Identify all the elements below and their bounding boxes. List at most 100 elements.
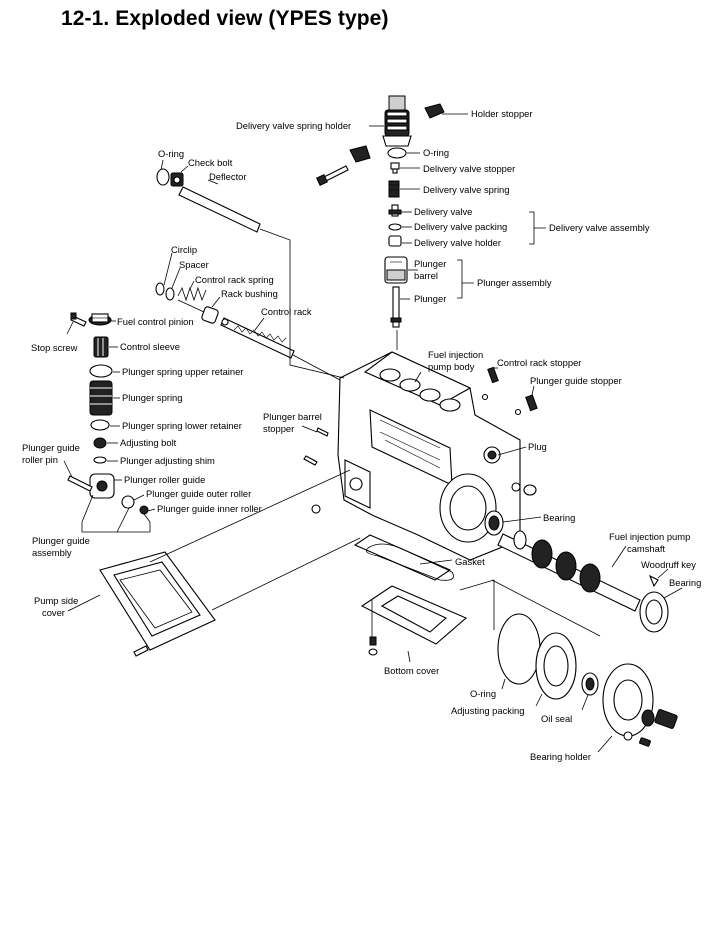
control-sleeve-part	[93, 336, 109, 358]
control-rack-stopper-part	[481, 366, 499, 401]
label-circlip: Circlip	[171, 244, 197, 255]
label-bearing-holder: Bearing holder	[530, 751, 591, 762]
guide-line	[459, 579, 495, 630]
label-delivery-valve: Delivery valve	[414, 206, 472, 217]
label-plunger-guide-assembly-line1: Plunger guide	[32, 535, 90, 546]
label-plunger-guide-inner-roller: Plunger guide inner roller	[157, 503, 262, 514]
label-control-sleeve: Control sleeve	[120, 341, 180, 352]
label-plunger-barrel-stopper-line2: stopper	[263, 423, 294, 434]
delivery-valve-packing-part	[388, 223, 402, 231]
inner-roller-part	[139, 505, 149, 515]
label-pump-side-cover-line1: Pump side	[34, 595, 78, 606]
label-pump-side-cover-line2: cover	[42, 607, 65, 618]
label-plunger-assembly: Plunger assembly	[477, 277, 552, 288]
guide-line	[81, 494, 151, 533]
spacer-part	[165, 287, 175, 301]
fuel-control-pinion-part	[88, 313, 112, 326]
label-spacer: Spacer	[179, 259, 209, 270]
label-control-rack-spring: Control rack spring	[195, 274, 274, 285]
bearing-holder-part	[602, 663, 678, 747]
bottom-cover-part	[360, 585, 468, 656]
label-bottom-cover: Bottom cover	[384, 665, 439, 676]
label-plunger: Plunger	[414, 293, 446, 304]
guide-line	[211, 537, 361, 611]
label-plunger-spring-lower-retainer: Plunger spring lower retainer	[122, 420, 242, 431]
camshaft-part	[497, 530, 641, 612]
label-o-ring-bottom: O-ring	[470, 688, 496, 699]
guide-line	[259, 228, 345, 379]
lower-retainer-part	[90, 419, 110, 431]
roller-pin-part	[67, 475, 93, 492]
barrel-stopper-part	[316, 427, 329, 437]
label-control-rack: Control rack	[261, 306, 312, 317]
pump-side-cover-part	[99, 551, 216, 657]
leader-lines	[63, 113, 683, 753]
label-adjusting-packing: Adjusting packing	[451, 705, 525, 716]
label-bearing-2: Bearing	[669, 577, 701, 588]
label-delivery-valve-holder: Delivery valve holder	[414, 237, 501, 248]
stop-screw-part	[70, 312, 87, 327]
label-stop-screw: Stop screw	[31, 342, 78, 353]
plug-part	[483, 446, 537, 496]
label-plunger-barrel-stopper-line1: Plunger barrel	[263, 411, 322, 422]
circlip-part	[155, 282, 165, 296]
label-plunger-guide-stopper: Plunger guide stopper	[530, 375, 622, 386]
part-labels: Holder stopper Delivery valve spring hol…	[22, 108, 701, 762]
label-check-bolt: Check bolt	[188, 157, 233, 168]
adjusting-packing-inner	[543, 645, 569, 687]
deflector-part	[178, 186, 261, 233]
holder-bolt-part	[316, 145, 371, 186]
woodruff-key-part	[648, 574, 659, 588]
label-delivery-valve-stopper: Delivery valve stopper	[423, 163, 515, 174]
plunger-spring-part	[89, 380, 113, 416]
o-ring-top-part	[387, 147, 407, 159]
guide-line	[81, 522, 151, 533]
label-o-ring-top: O-ring	[423, 147, 449, 158]
rack-bushing-part	[201, 306, 219, 324]
label-holder-stopper: Holder stopper	[471, 108, 533, 119]
gasket-outline	[365, 543, 454, 581]
outer-roller-part	[121, 495, 135, 509]
label-plug: Plug	[528, 441, 547, 452]
plunger-barrel-part	[384, 256, 408, 284]
plunger-roller-guide-part	[89, 473, 115, 499]
label-pump-body-line2: pump body	[428, 361, 475, 372]
adjusting-shim-part	[93, 456, 107, 464]
adjusting-bolt-part	[93, 437, 107, 449]
label-rack-bushing: Rack bushing	[221, 288, 278, 299]
label-o-ring-check: O-ring	[158, 148, 184, 159]
label-gasket: Gasket	[455, 556, 485, 567]
plunger-guide-stopper-part	[514, 394, 538, 416]
label-camshaft-line2: camshaft	[627, 543, 665, 554]
bearing-1-part	[484, 510, 504, 536]
guide-line	[149, 469, 351, 563]
o-ring-check-part	[156, 168, 170, 186]
label-pump-body-line1: Fuel injection	[428, 349, 483, 360]
page-title: 12-1. Exploded view (YPES type)	[61, 7, 389, 30]
delivery-valve-spring-holder-part	[382, 95, 412, 147]
label-roller-pin-line1: Plunger guide	[22, 442, 80, 453]
label-camshaft-line1: Fuel injection pump	[609, 531, 690, 542]
label-deflector: Deflector	[209, 171, 247, 182]
small-washer-part	[311, 504, 321, 514]
parts-drawing	[67, 95, 678, 747]
label-delivery-valve-assembly: Delivery valve assembly	[549, 222, 650, 233]
label-delivery-valve-packing: Delivery valve packing	[414, 221, 507, 232]
label-delivery-valve-spring-holder: Delivery valve spring holder	[236, 120, 351, 131]
upper-retainer-part	[89, 364, 113, 378]
delivery-valve-part	[388, 204, 402, 217]
check-bolt-part	[170, 172, 184, 187]
delivery-valve-stopper-part	[390, 162, 400, 174]
guide-line	[292, 354, 341, 381]
delivery-valve-holder-part	[388, 235, 402, 247]
label-plunger-roller-guide: Plunger roller guide	[124, 474, 205, 485]
delivery-valve-spring-part	[388, 180, 400, 198]
o-ring-bottom-part	[497, 613, 541, 685]
label-plunger-spring: Plunger spring	[122, 392, 182, 403]
label-plunger-guide-assembly-line2: assembly	[32, 547, 72, 558]
label-adjusting-bolt: Adjusting bolt	[120, 437, 177, 448]
label-control-rack-stopper: Control rack stopper	[497, 357, 581, 368]
control-rack-part	[220, 317, 295, 359]
label-woodruff-key: Woodruff key	[641, 559, 696, 570]
